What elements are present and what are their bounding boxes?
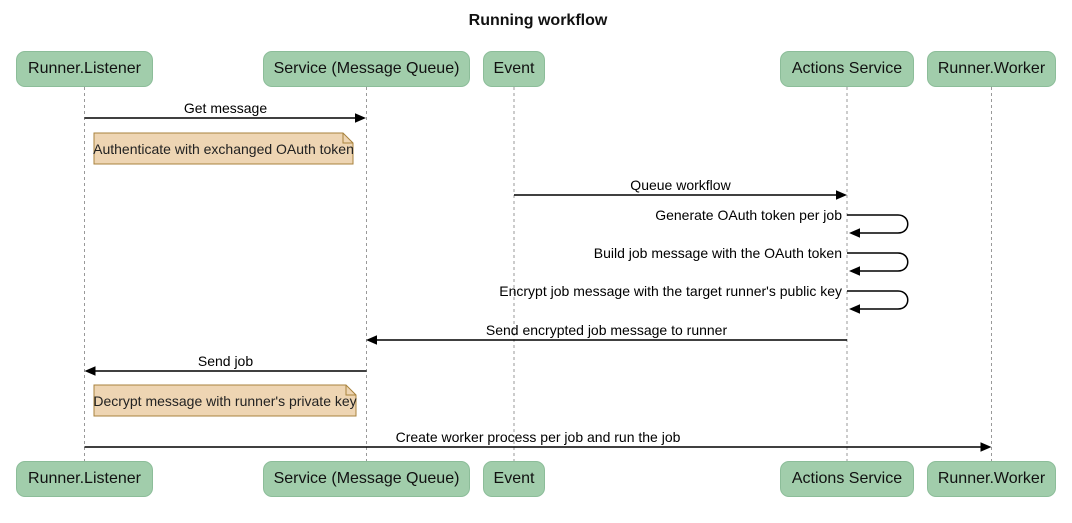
diagram-title: Running workflow (468, 12, 608, 29)
note-shapes (93, 132, 357, 417)
actor-bottom-event: Event (483, 461, 545, 497)
actor-bottom-runner-listener: Runner.Listener (16, 461, 153, 497)
actor-top-runner-listener: Runner.Listener (16, 51, 153, 87)
note-authenticate-fold (342, 133, 353, 144)
arrowhead-generate-oauth (849, 228, 860, 238)
actor-label: Runner.Listener (28, 60, 141, 77)
actor-label: Event (493, 470, 535, 487)
actor-top-actions-service: Actions Service (780, 51, 914, 87)
note-authenticate-label: Authenticate with exchanged OAuth token (93, 141, 354, 157)
message-label-send-job: Send job (197, 353, 254, 369)
arrowhead-create-worker (980, 442, 992, 452)
message-label-generate-oauth: Generate OAuth token per job (655, 207, 842, 223)
actor-label: Runner.Worker (937, 60, 1046, 77)
message-label-build-job: Build job message with the OAuth token (593, 245, 842, 261)
arrow-heads (84, 113, 992, 452)
arrowhead-get-message (355, 113, 366, 123)
actor-label: Event (493, 60, 535, 77)
actor-bottom-runner-worker: Runner.Worker (927, 461, 1056, 497)
note-decrypt-label: Decrypt message with runner's private ke… (93, 393, 357, 409)
actor-top-service-message-queue: Service (Message Queue) (263, 51, 470, 87)
actor-label: Service (Message Queue) (273, 470, 460, 487)
message-label-send-encrypted: Send encrypted job message to runner (485, 322, 728, 338)
actor-label: Actions Service (791, 470, 903, 487)
note-decrypt-shape (93, 384, 357, 417)
arrowhead-queue-workflow (836, 190, 847, 200)
actor-label: Actions Service (791, 60, 903, 77)
arrow-encrypt-job-selfloop (847, 290, 909, 310)
arrowhead-send-encrypted (366, 335, 377, 345)
arrowhead-send-job (84, 366, 96, 376)
message-label-queue-workflow: Queue workflow (630, 177, 731, 193)
note-decrypt-fold (345, 385, 356, 396)
actor-bottom-service-message-queue: Service (Message Queue) (263, 461, 470, 497)
actor-top-runner-worker: Runner.Worker (927, 51, 1056, 87)
actor-label: Runner.Worker (937, 470, 1046, 487)
message-label-encrypt-job: Encrypt job message with the target runn… (499, 283, 842, 299)
actor-top-event: Event (483, 51, 545, 87)
arrow-build-job-selfloop (847, 252, 909, 272)
actor-label: Runner.Listener (28, 470, 141, 487)
message-arrows (84, 117, 981, 448)
arrow-generate-oauth-selfloop (847, 214, 909, 234)
arrowhead-build-job (849, 266, 860, 276)
note-authenticate-shape (93, 132, 354, 165)
message-label-create-worker: Create worker process per job and run th… (395, 429, 681, 445)
arrowhead-encrypt-job (849, 304, 860, 314)
lifelines (84, 87, 992, 461)
actor-label: Service (Message Queue) (273, 60, 460, 77)
message-label-get-message: Get message (183, 100, 268, 116)
actor-bottom-actions-service: Actions Service (780, 461, 914, 497)
